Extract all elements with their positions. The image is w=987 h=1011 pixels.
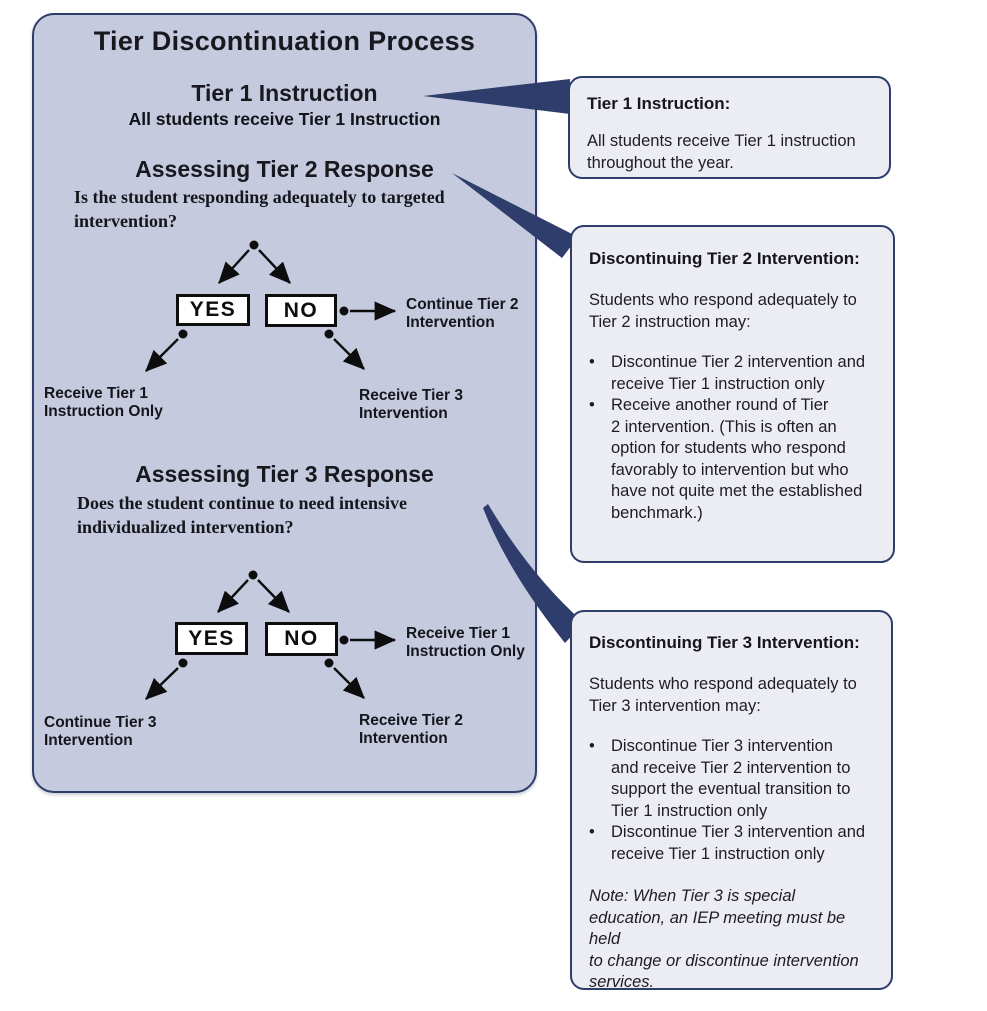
bullet-icon: • bbox=[589, 353, 595, 371]
tier3-yes-outcome-label: Continue Tier 3 Intervention bbox=[44, 714, 157, 749]
bullet-item: • Discontinue Tier 3 intervention and re… bbox=[589, 822, 874, 865]
tier3-continue-label: Receive Tier 1 Instruction Only bbox=[406, 625, 525, 660]
tier2-heading: Assessing Tier 2 Response bbox=[135, 156, 434, 182]
tier1-subtext: All students receive Tier 1 Instruction bbox=[128, 109, 441, 129]
bullet-icon: • bbox=[589, 823, 595, 841]
callout-tier3-heading: Discontinuing Tier 3 Intervention: bbox=[589, 633, 860, 652]
tier2-yes-outcome-label: Receive Tier 1 Instruction Only bbox=[44, 385, 163, 420]
bullet-item: • Discontinue Tier 3 intervention and re… bbox=[589, 736, 874, 822]
bullet-item: • Receive another round of Tier 2 interv… bbox=[589, 395, 876, 524]
bullet-icon: • bbox=[589, 737, 595, 755]
tier2-no-box: NO bbox=[265, 294, 337, 327]
tier3-yes-box: YES bbox=[175, 622, 248, 655]
tier3-heading: Assessing Tier 3 Response bbox=[135, 461, 434, 487]
tier3-no-outcome-label: Receive Tier 2 Intervention bbox=[359, 712, 463, 747]
callout-tier2-intro: Students who respond adequately to Tier … bbox=[589, 291, 857, 331]
callout-tier2-bullets: • Discontinue Tier 2 intervention and re… bbox=[589, 352, 876, 524]
page-title: Tier Discontinuation Process bbox=[93, 26, 476, 56]
tier2-question: Is the student responding adequately to … bbox=[74, 187, 445, 231]
callout-tier3-note: Note: When Tier 3 is special education, … bbox=[589, 887, 859, 991]
bullet-icon: • bbox=[589, 396, 595, 414]
callout-tier2: Discontinuing Tier 2 Intervention: Stude… bbox=[570, 225, 895, 563]
callout-tier1: Tier 1 Instruction: All students receive… bbox=[568, 76, 891, 179]
flowchart-panel bbox=[32, 13, 537, 793]
tier3-question: Does the student continue to need intens… bbox=[77, 493, 408, 537]
callout-tier3-bullets: • Discontinue Tier 3 intervention and re… bbox=[589, 736, 874, 865]
tier2-no-outcome-label: Receive Tier 3 Intervention bbox=[359, 387, 463, 422]
tier1-heading: Tier 1 Instruction bbox=[191, 80, 378, 106]
bullet-item: • Discontinue Tier 2 intervention and re… bbox=[589, 352, 876, 395]
tier3-no-box: NO bbox=[265, 622, 338, 656]
callout-tier3-intro: Students who respond adequately to Tier … bbox=[589, 675, 857, 715]
callout-tier2-heading: Discontinuing Tier 2 Intervention: bbox=[589, 249, 860, 268]
callout-tier1-body: All students receive Tier 1 instruction … bbox=[587, 132, 856, 172]
tier2-yes-box: YES bbox=[176, 294, 250, 326]
tier2-continue-label: Continue Tier 2 Intervention bbox=[406, 296, 519, 331]
callout-tier1-heading: Tier 1 Instruction: bbox=[587, 94, 731, 113]
callout-tier3: Discontinuing Tier 3 Intervention: Stude… bbox=[570, 610, 893, 991]
